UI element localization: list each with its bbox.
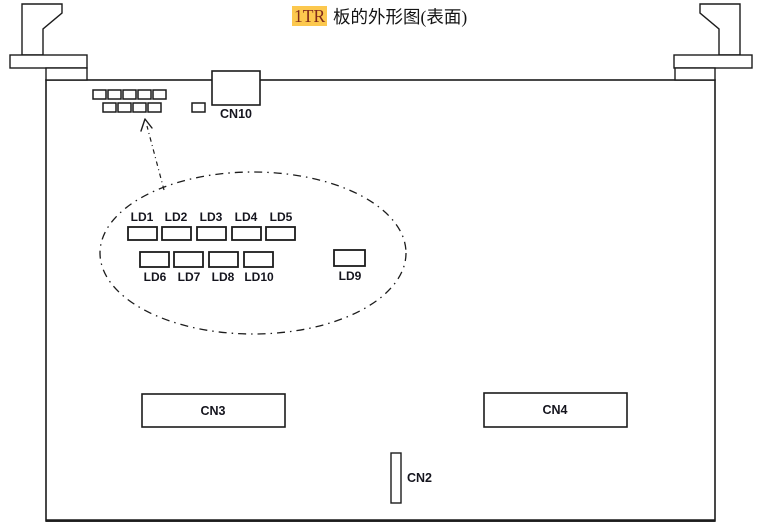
edge-led	[137, 89, 152, 100]
edge-led	[102, 102, 117, 113]
cn3-connector	[141, 393, 286, 428]
edge-led	[107, 89, 122, 100]
ejector-right-bar	[673, 54, 753, 69]
ld9-label: LD9	[339, 269, 362, 283]
ld3-label: LD3	[200, 210, 223, 224]
ld7-led	[173, 251, 204, 268]
cn4-label: CN4	[542, 403, 567, 417]
zoom-callout-ellipse	[99, 171, 407, 335]
cn10-connector	[211, 70, 261, 106]
ld2-label: LD2	[165, 210, 188, 224]
cn2-connector	[390, 452, 402, 504]
ld9-led	[333, 249, 366, 267]
ejector-left-lever	[21, 3, 63, 56]
ejector-right-step	[674, 67, 716, 81]
ld6-led	[139, 251, 170, 268]
ld-row-top: LD1 LD2 LD3 LD4 LD5	[127, 210, 296, 241]
edge-led	[147, 102, 162, 113]
edge-led	[152, 89, 167, 100]
title-highlight-bg	[292, 6, 327, 26]
ld10-led	[243, 251, 274, 268]
zoom-callout-arrow	[146, 125, 165, 191]
ld8-label: LD8	[212, 270, 235, 284]
ejector-left-step	[45, 67, 88, 81]
arrowhead-icon	[140, 118, 153, 132]
cn3-label: CN3	[200, 404, 225, 418]
ld1-label: LD1	[131, 210, 154, 224]
board-body	[45, 79, 716, 522]
ejector-handle-right	[673, 3, 753, 81]
title-highlight-text: 1TR	[294, 6, 325, 26]
edge-led-separate	[191, 102, 206, 113]
ld1-led	[127, 226, 158, 241]
ejector-right-lever	[699, 3, 741, 56]
ld4-label: LD4	[235, 210, 258, 224]
cn2-label: CN2	[407, 471, 432, 485]
edge-led-row-bottom	[102, 102, 162, 113]
ejector-handle-left	[9, 3, 88, 81]
ld-row-bottom: LD6 LD7 LD8 LD10 LD9	[139, 249, 366, 284]
edge-led	[117, 102, 132, 113]
ejector-left-bar	[9, 54, 88, 69]
ld3-led	[196, 226, 227, 241]
ld5-led	[265, 226, 296, 241]
edge-led	[122, 89, 137, 100]
ld8-led	[208, 251, 239, 268]
ld7-label: LD7	[178, 270, 201, 284]
cn10-label: CN10	[220, 107, 252, 121]
ld2-led	[161, 226, 192, 241]
edge-led	[132, 102, 147, 113]
ld4-led	[231, 226, 262, 241]
ld10-label: LD10	[244, 270, 274, 284]
page-title: 板的外形图(表面)	[333, 7, 467, 27]
cn4-connector	[483, 392, 628, 428]
ld5-label: LD5	[270, 210, 293, 224]
edge-led-row-top	[92, 89, 167, 100]
ld6-label: LD6	[144, 270, 167, 284]
edge-led	[92, 89, 107, 100]
